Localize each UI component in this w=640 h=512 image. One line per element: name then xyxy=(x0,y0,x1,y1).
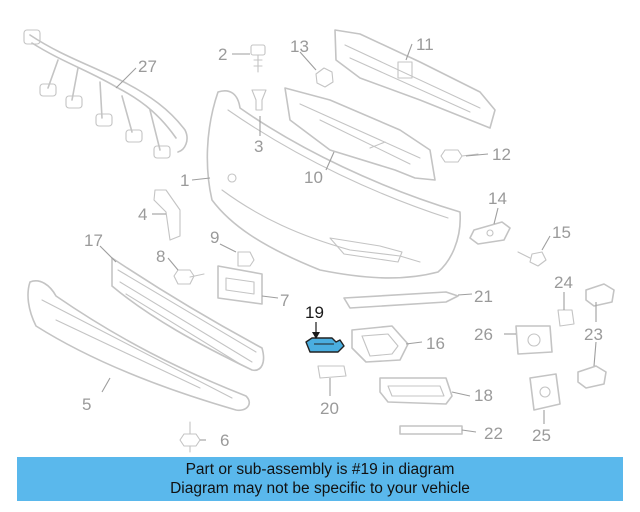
banner-line-2: Diagram may not be specific to your vehi… xyxy=(170,480,470,497)
leader-lines xyxy=(99,43,597,441)
bumper-cover-part-1 xyxy=(206,90,461,279)
callout-9: 9 xyxy=(210,228,219,247)
info-banner: Part or sub-assembly is #19 in diagram D… xyxy=(17,457,623,501)
callout-8: 8 xyxy=(156,247,165,266)
clip-part-3 xyxy=(251,89,267,111)
nut-part-13 xyxy=(315,67,334,88)
callout-7: 7 xyxy=(280,291,289,310)
callout-21: 21 xyxy=(474,287,493,306)
callout-26: 26 xyxy=(474,325,493,344)
callout-23: 23 xyxy=(584,325,603,344)
callout-17: 17 xyxy=(84,231,103,250)
screw-part-9 xyxy=(237,251,255,267)
screw-part-2 xyxy=(250,44,266,73)
callout-12: 12 xyxy=(492,145,511,164)
callout-4: 4 xyxy=(138,205,147,224)
bracket-part-20 xyxy=(317,365,347,379)
callout-13: 13 xyxy=(290,37,309,56)
screw-part-15 xyxy=(517,251,547,267)
energy-absorber-part-10 xyxy=(284,87,436,181)
callout-16: 16 xyxy=(426,334,445,353)
bracket-part-4 xyxy=(153,189,181,241)
bolt-part-6 xyxy=(179,421,201,453)
reinforcement-bar-part-11 xyxy=(334,29,496,129)
license-plate-bracket-part-7 xyxy=(217,265,263,305)
highlighted-part-19[interactable] xyxy=(305,337,345,353)
callout-10: 10 xyxy=(304,168,323,187)
grommet-part-24 xyxy=(557,309,575,327)
callout-19-highlighted[interactable]: 19 xyxy=(305,303,324,322)
callout-22: 22 xyxy=(484,424,503,443)
callout-18: 18 xyxy=(474,386,493,405)
cap-part-14 xyxy=(469,221,511,245)
sensor-bracket-part-25 xyxy=(529,373,561,411)
callout-1: 1 xyxy=(180,171,189,190)
strip-part-22 xyxy=(399,425,463,435)
fog-light-cover-part-16 xyxy=(351,325,409,363)
banner-line-1: Part or sub-assembly is #19 in diagram xyxy=(185,461,455,478)
grille-part-17 xyxy=(111,257,265,372)
callout-14: 14 xyxy=(488,189,507,208)
trim-part-18 xyxy=(379,377,453,405)
callout-15: 15 xyxy=(552,223,571,242)
callout-5: 5 xyxy=(82,395,91,414)
callout-24: 24 xyxy=(554,273,573,292)
trim-strip-part-21 xyxy=(343,291,459,309)
bolt-part-12 xyxy=(440,149,479,163)
callout-27: 27 xyxy=(138,57,157,76)
parking-sensor-part-23 xyxy=(577,283,615,389)
sensor-bracket-part-26 xyxy=(515,325,553,355)
wiring-harness-part-27 xyxy=(23,29,188,159)
callout-6: 6 xyxy=(220,431,229,450)
bolt-part-8 xyxy=(173,269,205,285)
callout-20: 20 xyxy=(320,399,339,418)
callout-2: 2 xyxy=(218,45,227,64)
callout-3: 3 xyxy=(254,137,263,156)
callout-11: 11 xyxy=(416,35,434,54)
callout-labels: 27 2 3 13 11 12 10 1 4 14 15 17 9 8 7 21… xyxy=(82,35,603,450)
lower-bumper-part-5 xyxy=(27,280,251,412)
callout-25: 25 xyxy=(532,426,551,445)
